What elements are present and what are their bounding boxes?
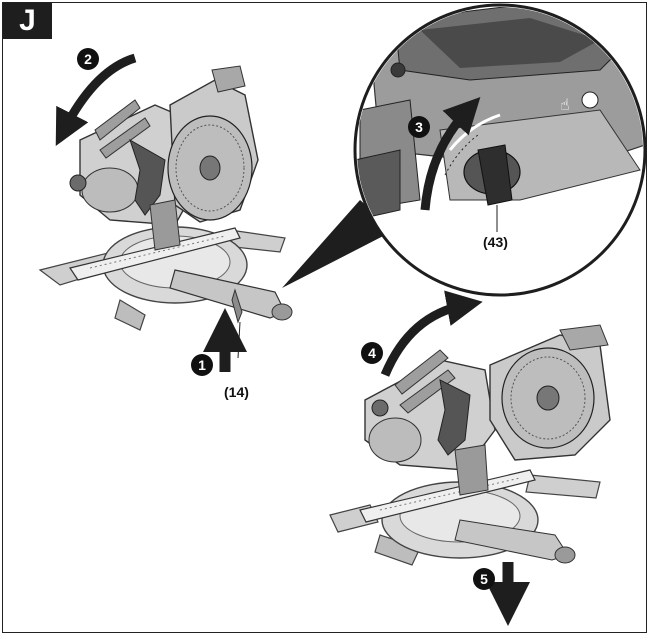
rotate-arrow-2 <box>55 53 137 146</box>
step-1-badge: 1 <box>191 354 213 376</box>
rotate-arrow-3 <box>420 96 481 211</box>
leader-line-14 <box>237 321 241 359</box>
panel-letter: J <box>3 3 52 39</box>
step-3-badge: 3 <box>408 116 430 138</box>
svg-text:☝: ☝ <box>560 95 570 114</box>
miter-saw-upright <box>38 65 293 331</box>
callout-lever-14: (14) <box>224 384 249 400</box>
step-5-badge: 5 <box>473 568 495 590</box>
step-2-badge: 2 <box>77 48 99 70</box>
miter-saw-tilted <box>329 324 611 566</box>
callout-knob-43: (43) <box>483 234 508 250</box>
rotate-arrow-4 <box>380 290 483 377</box>
step-4-badge: 4 <box>361 342 383 364</box>
detail-magnifier: ☝ <box>282 3 647 297</box>
